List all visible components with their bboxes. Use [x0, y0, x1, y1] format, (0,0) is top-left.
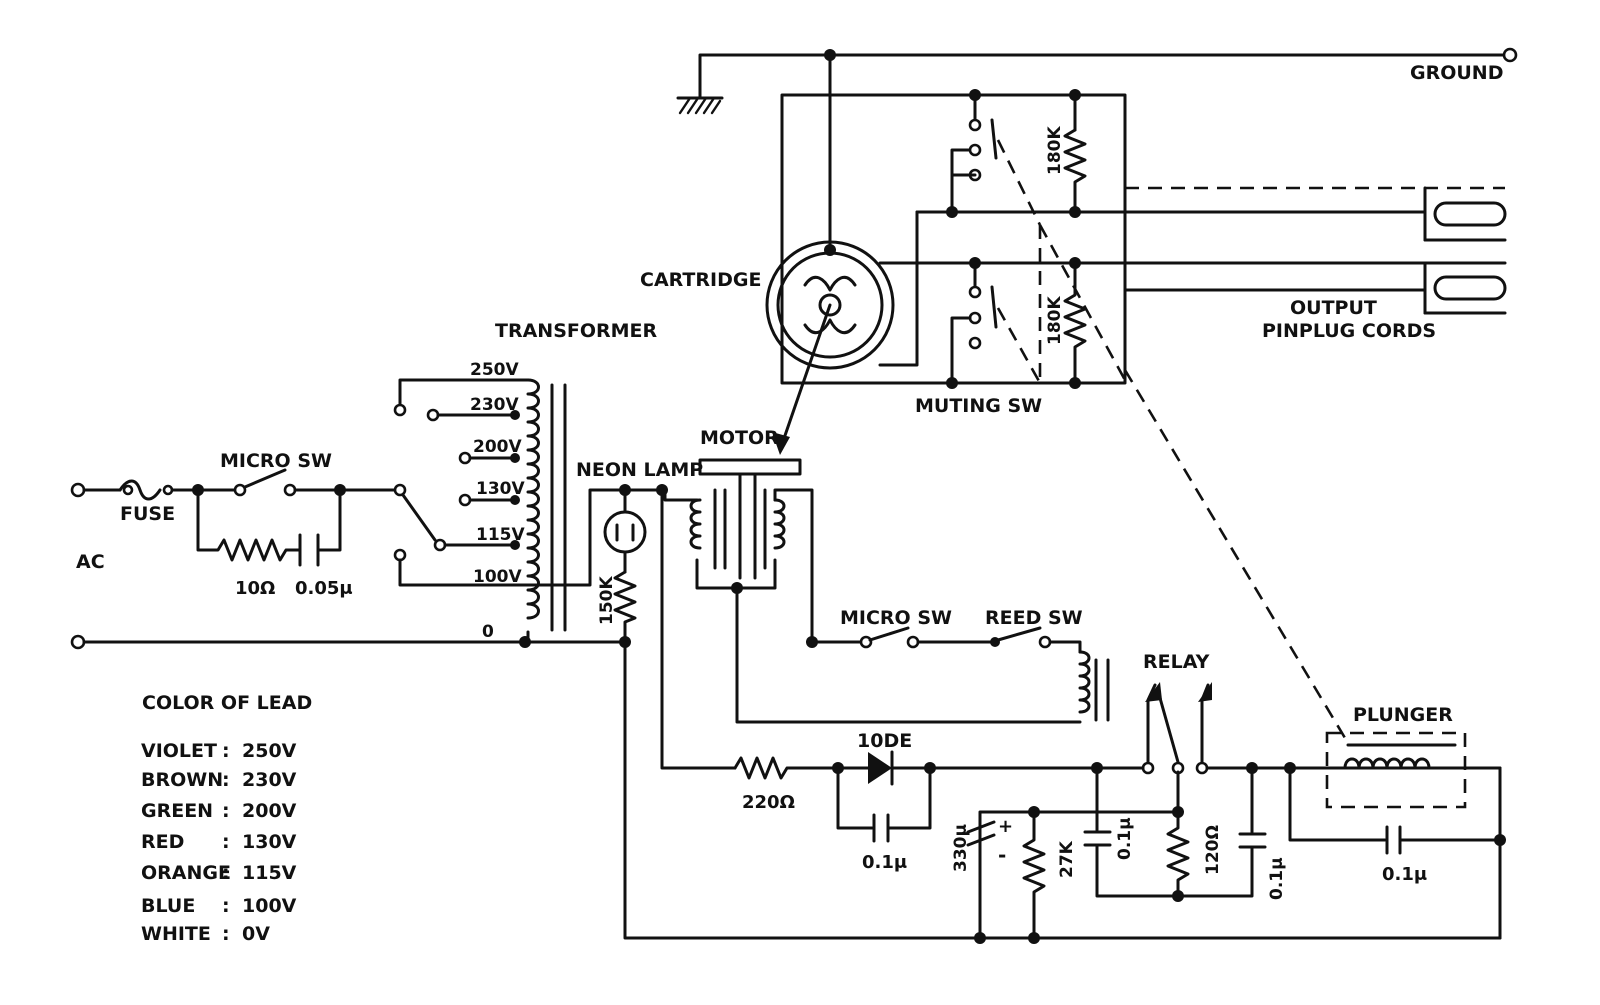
muting-box [780, 53, 1507, 389]
value-r-series: 220Ω [742, 792, 795, 813]
label-motor: MOTOR [700, 427, 779, 449]
label-fuse: FUSE [120, 503, 175, 525]
label-pinplug-cords: PINPLUG CORDS [1262, 320, 1436, 342]
label-ground: GROUND [1410, 62, 1503, 84]
legend-voltage-3: 130V [242, 831, 297, 853]
legend-color-1: BROWN [141, 769, 223, 791]
label-transformer: TRANSFORMER [495, 320, 658, 342]
legend-color-4: ORANGE [141, 862, 231, 884]
dc-circuit [660, 488, 1506, 944]
neon-lamp [603, 484, 1502, 940]
value-c-snubber: 0.05μ [295, 578, 353, 599]
motor [663, 458, 1082, 724]
legend-voltage-5: 100V [242, 895, 297, 917]
legend-voltage-2: 200V [242, 800, 297, 822]
legend-color-6: WHITE [141, 923, 211, 945]
value-r-27k: 27K [1057, 840, 1077, 878]
label-micro-sw-bottom: MICRO SW [840, 607, 952, 629]
ac-input [70, 468, 627, 650]
tap-130v: 130V [476, 479, 525, 499]
legend-sep-6: : [222, 923, 230, 945]
ground-bus [676, 47, 1518, 115]
value-r-snubber: 10Ω [235, 578, 275, 599]
polarity-minus: - [998, 843, 1006, 867]
label-output: OUTPUT [1290, 297, 1377, 319]
legend-color-5: BLUE [141, 895, 195, 917]
plunger [1325, 731, 1467, 809]
relay-line [810, 626, 1110, 722]
legend-sep-4: : [222, 862, 230, 884]
label-micro-sw-top: MICRO SW [220, 450, 332, 472]
value-r-120: 120Ω [1203, 825, 1223, 875]
legend-voltage-4: 115V [242, 862, 297, 884]
legend-voltage-6: 0V [242, 923, 270, 945]
pinplug-connectors [1423, 186, 1507, 315]
polarity-plus: + [998, 816, 1013, 837]
value-c-electrolytic: 330μ [951, 824, 971, 872]
relay-contacts [1141, 682, 1212, 775]
legend-color-3: RED [141, 831, 184, 853]
value-c-right: 0.1μ [1267, 857, 1287, 900]
color-of-lead-legend: COLOR OF LEAD VIOLET : 250V BROWN : 230V… [141, 692, 312, 945]
tap-0: 0 [482, 622, 494, 642]
output-dashed-lines [996, 139, 1505, 739]
legend-sep-0: : [222, 740, 230, 762]
transformer [510, 378, 667, 648]
value-c-mid: 0.1μ [1115, 817, 1135, 860]
value-r-mute-1: 180K [1045, 126, 1065, 175]
label-ac: AC [76, 551, 105, 573]
label-plunger: PLUNGER [1353, 704, 1453, 726]
value-r-neon: 150K [597, 576, 617, 625]
tap-100v: 100V [473, 567, 522, 587]
label-neon-lamp: NEON LAMP [576, 459, 703, 481]
legend-sep-5: : [222, 895, 230, 917]
legend-title: COLOR OF LEAD [142, 692, 312, 714]
legend-color-0: VIOLET [141, 740, 217, 762]
tap-230v: 230V [470, 395, 519, 415]
legend-voltage-0: 250V [242, 740, 297, 762]
legend-sep-1: : [222, 769, 230, 791]
legend-sep-2: : [222, 800, 230, 822]
tap-200v: 200V [473, 437, 522, 457]
cartridge-symbol [765, 240, 895, 455]
label-relay: RELAY [1143, 651, 1210, 673]
value-c-diode: 0.1μ [862, 852, 907, 873]
label-muting-sw: MUTING SW [915, 395, 1042, 417]
tap-115v: 115V [476, 525, 525, 545]
legend-sep-3: : [222, 831, 230, 853]
legend-color-2: GREEN [141, 800, 213, 822]
value-c-plunger: 0.1μ [1382, 864, 1427, 885]
label-diode: 10DE [857, 730, 912, 752]
tap-250v: 250V [470, 360, 519, 380]
voltage-selector [393, 378, 530, 587]
label-reed-sw: REED SW [985, 607, 1083, 629]
legend-voltage-1: 230V [242, 769, 297, 791]
label-cartridge: CARTRIDGE [640, 269, 761, 291]
value-r-mute-2: 180K [1045, 296, 1065, 345]
